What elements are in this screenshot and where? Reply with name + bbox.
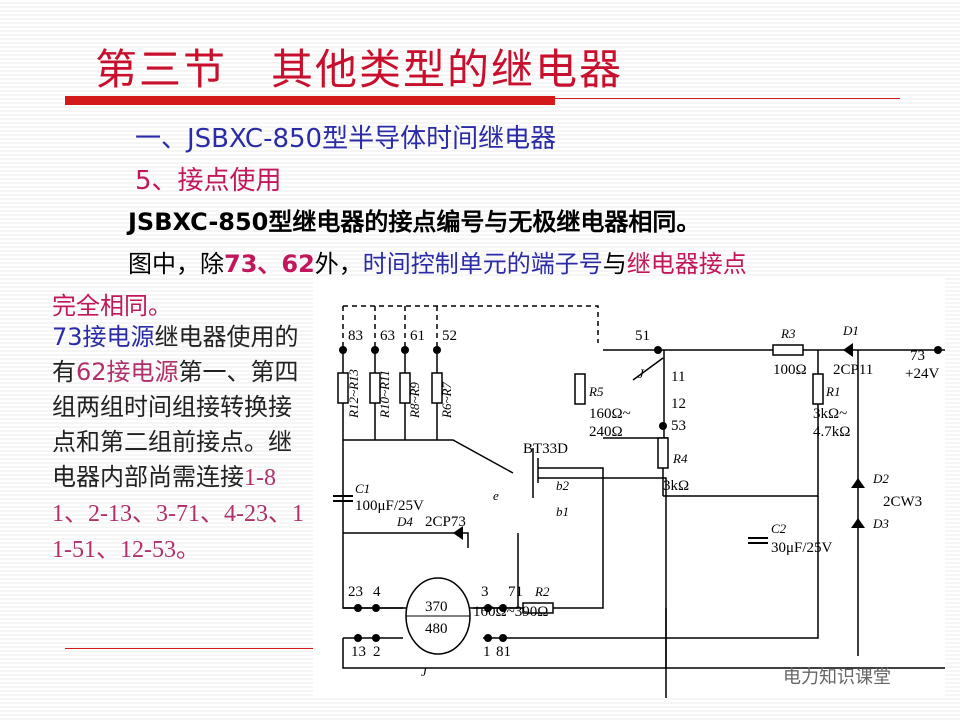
- resistor-label: R4: [672, 451, 688, 466]
- terminal-label: 53: [671, 418, 686, 434]
- value-label: 2CP11: [833, 362, 873, 378]
- relay-value: 370: [425, 599, 448, 615]
- connection-list: 3-71、4-23、11-51、: [52, 501, 304, 563]
- capacitor-label: C1: [355, 481, 370, 496]
- terminal-label: 3: [481, 584, 489, 600]
- terminal-label: 71: [508, 584, 523, 600]
- terminal-label: 52: [442, 328, 457, 344]
- value-label: 160Ω~390Ω: [473, 604, 548, 620]
- circuit-diagram: 83 63 61 52 51 73 11 12 53 23 4 3 71 13 …: [313, 278, 945, 698]
- diode-label: D4: [396, 514, 413, 529]
- base1-label: b1: [556, 504, 569, 519]
- text: 图中，除: [128, 250, 224, 278]
- terminal-label: 11: [671, 369, 685, 385]
- text: 外，: [314, 250, 363, 278]
- text-highlight: 时间控制单元的端子号: [362, 250, 603, 278]
- resistor-label: R6~R7: [439, 382, 454, 419]
- overlap-b-line: 转换接点和第二组: [52, 393, 292, 456]
- value-label: 30μF/25V: [771, 540, 833, 556]
- capacitor-label: C2: [771, 521, 787, 536]
- connection-list: 12-53。: [120, 537, 200, 563]
- overlap-a-line: 前接点。: [172, 428, 268, 456]
- heading-subsection: 5、接点使用: [135, 166, 282, 196]
- resistor-label: R2: [534, 584, 550, 599]
- terminal-label: 4: [373, 584, 381, 600]
- diode-label: D3: [872, 516, 889, 531]
- terminal-label: 2: [373, 644, 381, 660]
- transistor-label: BT33D: [523, 441, 568, 457]
- value-label: 100Ω: [773, 362, 807, 378]
- relay-value: 480: [425, 621, 448, 637]
- value-label: 100μF/25V: [355, 498, 424, 514]
- overlap-a-line: 73接电源: [52, 323, 155, 351]
- text-highlight: 继电器接点: [626, 250, 747, 278]
- value-label: 240Ω: [589, 424, 623, 440]
- resistor-label: R1: [825, 384, 840, 399]
- voltage-label: +24V: [905, 366, 939, 382]
- terminal-label: 12: [671, 396, 686, 412]
- base2-label: b2: [556, 478, 570, 493]
- terminal-label: 83: [348, 328, 363, 344]
- diode-label: D1: [842, 323, 859, 338]
- relay-contact-label: J: [638, 366, 645, 381]
- paragraph-2-end: 完全相同。: [52, 292, 172, 320]
- terminal-label: 13: [351, 644, 366, 660]
- value-label: 2CP73: [425, 514, 466, 530]
- resistor-label: R5: [588, 384, 604, 399]
- watermark: 电力知识课堂: [783, 667, 891, 688]
- overlap-b-line: 继电器内部尚: [52, 428, 292, 491]
- text-terminals: 73、62: [224, 250, 315, 278]
- heading-section: 一、JSBXC-850型半导体时间继电器: [135, 124, 557, 154]
- text: 需连接: [172, 463, 244, 491]
- terminal-label: 73: [910, 348, 925, 364]
- value-label: 3kΩ: [663, 478, 689, 494]
- paragraph-1: JSBXC-850型继电器的接点编号与无极继电器相同。: [128, 208, 701, 236]
- diode-label: D2: [872, 471, 889, 486]
- value-label: 4.7kΩ: [813, 424, 850, 440]
- paragraph-2: 图中，除73、62外，时间控制单元的端子号与继电器接点: [128, 244, 747, 279]
- title-underline-thin: [555, 98, 900, 99]
- overlap-b-line: 第一、第四组两组: [52, 358, 299, 421]
- terminal-label: 1: [483, 644, 491, 660]
- terminal-label: 51: [635, 328, 650, 344]
- relay-label: J: [421, 664, 428, 679]
- contact-usage-text-block: 73接电源继电器使用的有62接电源第一、第四组两组时间组接转换接点和第二组前接点…: [52, 320, 310, 568]
- resistor-label: R10~R11: [377, 370, 392, 419]
- slide-title: 第三节 其他类型的继电器: [95, 45, 624, 94]
- overlap-a-line: 62接电源: [76, 358, 179, 386]
- overlap-a-line: 时间组接: [124, 393, 220, 421]
- value-label: 3kΩ~: [813, 406, 847, 422]
- terminal-label: 23: [348, 584, 363, 600]
- emitter-label: e: [493, 488, 499, 503]
- value-label: 2CW3: [883, 494, 922, 510]
- terminal-label: 81: [496, 644, 511, 660]
- connection-list: 1-81、2-13、: [52, 465, 276, 527]
- resistor-label: R12~R13: [346, 369, 361, 419]
- resistor-label: R8~R9: [407, 382, 422, 419]
- resistor-label: R3: [780, 326, 796, 341]
- text: 与: [602, 250, 627, 278]
- value-label: 160Ω~: [589, 406, 631, 422]
- overlap-b-line: 继电器使用的有: [52, 323, 299, 386]
- title-underline-bar: [65, 96, 555, 105]
- bottom-divider: [65, 648, 313, 649]
- terminal-label: 63: [380, 328, 395, 344]
- terminal-label: 61: [410, 328, 425, 344]
